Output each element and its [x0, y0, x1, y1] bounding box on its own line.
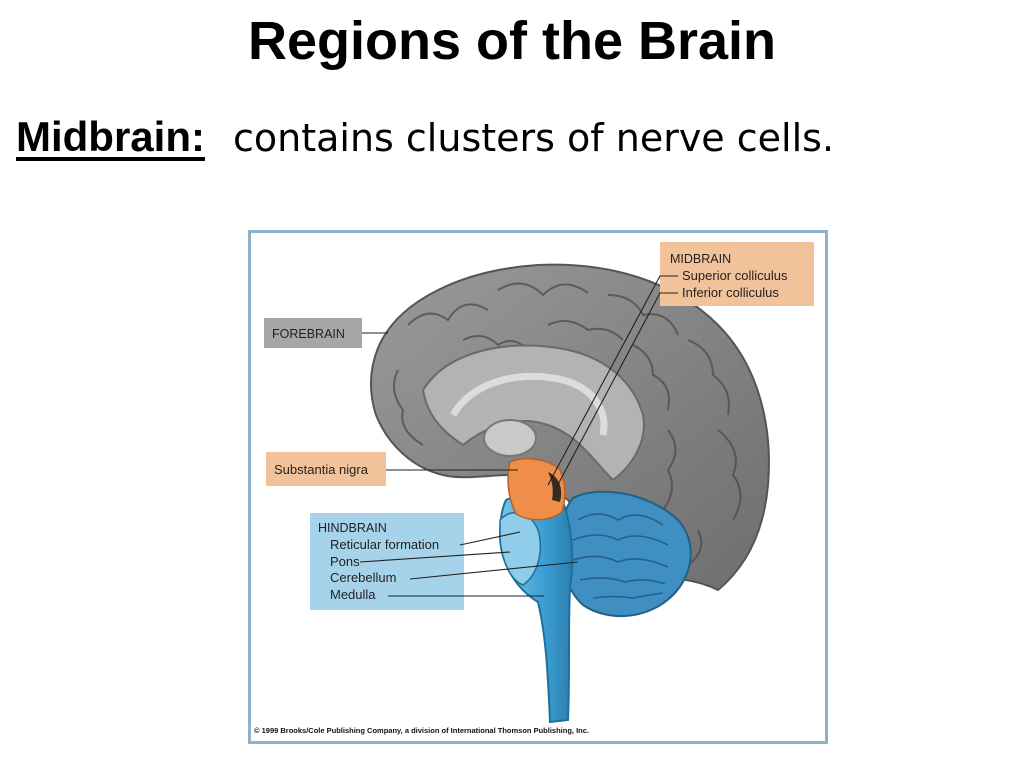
corpus-callosum: [421, 344, 645, 482]
inner-arch: [449, 372, 608, 436]
brain-diagram-svg: MIDBRAIN Superior colliculus Inferior co…: [248, 230, 828, 744]
midbrain-description: contains clusters of nerve cells.: [232, 116, 835, 160]
gyri-texture: [393, 282, 742, 566]
cerebellum-folia: [572, 513, 669, 599]
leader-lines: [359, 275, 678, 597]
medulla-label: Medulla: [330, 587, 376, 602]
midbrain-heading: MIDBRAIN: [670, 252, 731, 266]
inferior-colliculus-label: Inferior colliculus: [682, 285, 779, 300]
hindbrain-label-box: [310, 513, 464, 610]
copyright-notice: © 1999 Brooks/Cole Publishing Company, a…: [254, 726, 589, 735]
midbrain-term: Midbrain:: [16, 113, 205, 160]
forebrain-label: FOREBRAIN: [272, 327, 345, 341]
forebrain-label-box: [264, 318, 362, 348]
substantia-nigra-label: Substantia nigra: [274, 462, 369, 477]
reticular-formation-label: Reticular formation: [330, 537, 439, 552]
subtitle-line: Midbrain: contains clusters of nerve cell…: [16, 116, 834, 158]
hindbrain-heading: HINDBRAIN: [318, 521, 387, 535]
midbrain-label-box: [660, 242, 814, 306]
thalamus-shape: [483, 419, 537, 457]
slide-title: Regions of the Brain: [247, 11, 777, 71]
brain-diagram: MIDBRAIN Superior colliculus Inferior co…: [248, 230, 828, 744]
superior-colliculus-label: Superior colliculus: [682, 268, 788, 283]
pons-label: Pons: [330, 554, 360, 569]
substantia-nigra-label-box: [266, 452, 386, 486]
cerebellum-label: Cerebellum: [330, 570, 396, 585]
